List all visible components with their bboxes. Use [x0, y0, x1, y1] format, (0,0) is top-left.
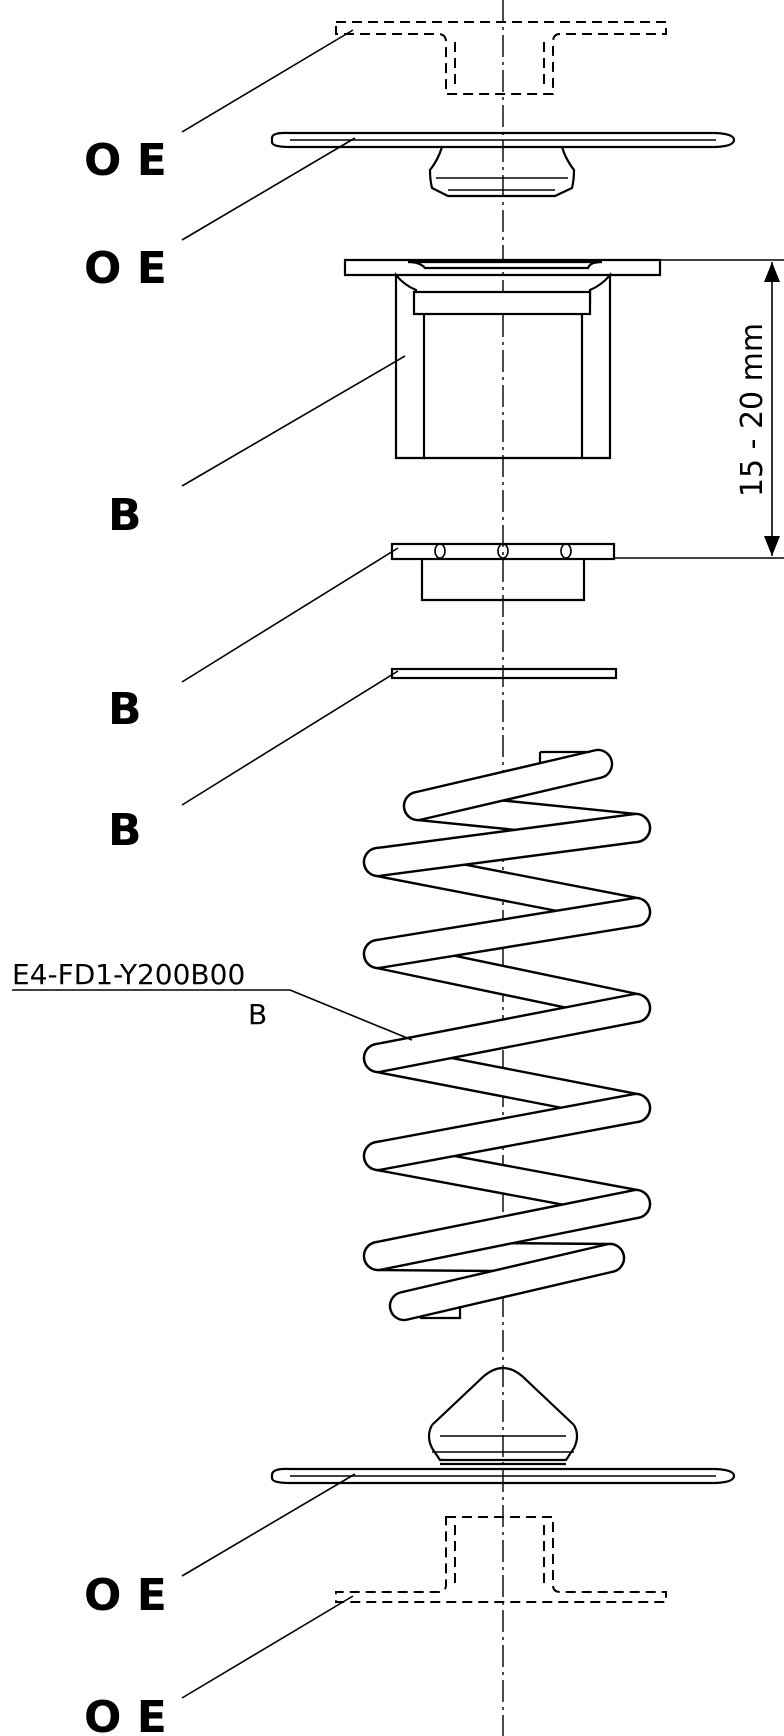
- callout-oe-2: O E: [84, 243, 167, 294]
- spring-coil-segment: [363, 992, 651, 1074]
- callout-b-1: B: [108, 490, 142, 541]
- spring-coil-segment: [389, 1242, 625, 1322]
- sleeve-bushing: [343, 258, 662, 460]
- callout-b-3: B: [108, 805, 142, 856]
- spring-coil-segment: [362, 896, 652, 970]
- callout-oe-1: O E: [84, 135, 167, 186]
- spring-bottom-end-tab: [420, 1306, 462, 1320]
- top-disc: [270, 131, 736, 198]
- bottom-phantom-cap: [335, 1516, 667, 1603]
- spring-coil-segment: [363, 1188, 651, 1272]
- spring-top-end-tab: [538, 750, 590, 764]
- dimension-label: 15 - 20 mm: [735, 323, 770, 497]
- top-phantom-cap: [335, 21, 667, 95]
- bottom-disc: [270, 1366, 736, 1485]
- coil-spring: [362, 748, 652, 1322]
- spring-coil-segment: [402, 748, 614, 822]
- spring-coil-segment: [363, 1092, 651, 1172]
- part-number-suffix: B: [248, 998, 267, 1031]
- callout-oe-3: O E: [84, 1570, 167, 1621]
- callout-b-2: B: [108, 684, 142, 735]
- part-number-code: E4-FD1-Y200B00: [12, 958, 245, 991]
- leader-lines: [12, 29, 413, 1699]
- shim-plate: [390, 667, 618, 680]
- spring-coil-segment: [362, 812, 652, 878]
- dimension-15-20mm: 15 - 20 mm: [614, 259, 784, 559]
- callout-oe-4: O E: [84, 1692, 167, 1736]
